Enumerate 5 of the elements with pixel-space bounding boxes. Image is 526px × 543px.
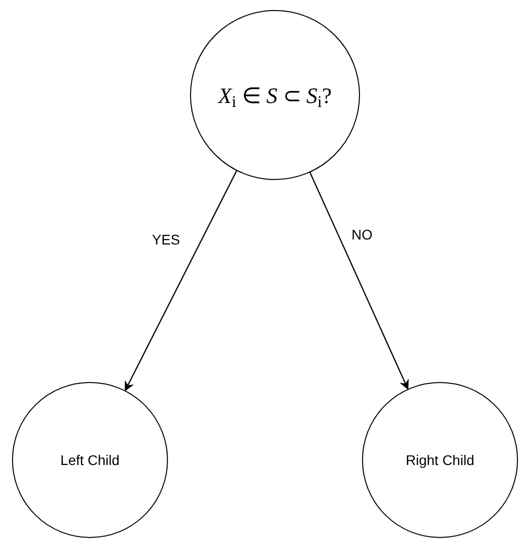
node-label: X$_{i}$ ∈ S ⊂ S$_{i}$?	[218, 82, 332, 112]
node-label: Right Child	[406, 450, 474, 470]
node-label: Left Child	[60, 450, 120, 470]
arrow	[124, 170, 238, 392]
arrow	[309, 172, 409, 390]
